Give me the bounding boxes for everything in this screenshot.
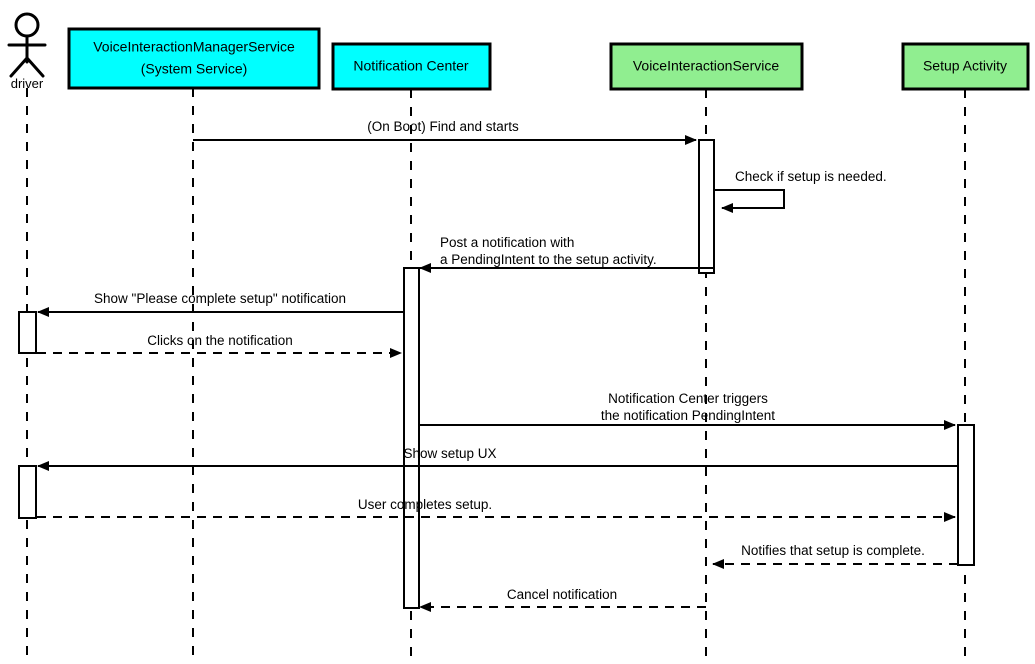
message-label-check-setup: Check if setup is needed. — [735, 169, 887, 184]
participant-box-notification-center[interactable] — [331, 42, 492, 91]
message-label-triggers-pendingintent-line1: Notification Center triggers — [608, 391, 768, 406]
message-label-show-setup-notification: Show "Please complete setup" notificatio… — [94, 291, 346, 306]
participant-box-voiceinteractionservice[interactable] — [609, 42, 804, 91]
participant-label-notification-center: Notification Center — [353, 58, 469, 74]
actor-left-leg-icon — [9, 56, 29, 78]
message-clicks-on-the-notification: Clicks on the notification — [37, 333, 402, 358]
message-label-clicks-notification: Clicks on the notification — [147, 333, 293, 348]
participant-label-vims-line2: (System Service) — [141, 61, 248, 77]
participant-label-setup-activity: Setup Activity — [923, 58, 1007, 74]
message-label-post-notification-line1: Post a notification with — [440, 235, 574, 250]
message-label-user-completes-setup: User completes setup. — [358, 497, 492, 512]
participant-setup-activity[interactable]: Setup Activity — [901, 42, 1030, 91]
message-cancel-notification: Cancel notification — [419, 587, 706, 612]
message-post-a-notification: Post a notification with a PendingIntent… — [419, 235, 714, 273]
participant-label-voiceinteractionservice: VoiceInteractionService — [633, 58, 780, 74]
message-on-boot-find-and-starts: (On Boot) Find and starts — [193, 119, 697, 145]
message-label-post-notification-line2: a PendingIntent to the setup activity. — [440, 252, 657, 267]
participant-label-vims-line1: VoiceInteractionManagerService — [93, 39, 295, 55]
message-notification-center-triggers-pendingintent: Notification Center triggers the notific… — [419, 391, 956, 430]
activation-bar-voiceinteractionservice — [698, 139, 715, 274]
message-user-completes-setup: User completes setup. — [37, 497, 956, 522]
activation-bar-setup-activity — [957, 424, 975, 566]
participant-box-vims[interactable] — [67, 27, 321, 90]
message-label-notifies-setup-complete: Notifies that setup is complete. — [741, 543, 925, 558]
message-label-cancel-notification: Cancel notification — [507, 587, 617, 602]
message-notifies-that-setup-is-complete: Notifies that setup is complete. — [712, 543, 958, 569]
participant-notification-center[interactable]: Notification Center — [331, 42, 492, 91]
activation-bar-driver-1 — [18, 311, 37, 354]
actor-label-driver: driver — [11, 76, 44, 91]
message-label-on-boot: (On Boot) Find and starts — [367, 119, 519, 134]
message-check-if-setup-is-needed: Check if setup is needed. — [714, 169, 887, 213]
message-show-please-complete-setup-notification: Show "Please complete setup" notificatio… — [37, 291, 404, 317]
activation-bars-group — [18, 139, 975, 609]
activation-bar-notification-center — [403, 267, 420, 609]
actor-driver: driver — [7, 12, 47, 91]
message-arrow-self-check-setup — [714, 189, 785, 213]
actor-head-icon — [14, 12, 40, 38]
participant-box-setup-activity[interactable] — [901, 42, 1030, 91]
participant-voiceinteractionservice[interactable]: VoiceInteractionService — [609, 42, 804, 91]
message-label-show-setup-ux: Show setup UX — [403, 446, 496, 461]
message-show-setup-ux: Show setup UX — [37, 446, 958, 471]
participant-vims[interactable]: VoiceInteractionManagerService (System S… — [67, 27, 321, 90]
message-label-triggers-pendingintent-line2: the notification PendingIntent — [601, 408, 775, 423]
activation-bar-driver-2 — [18, 465, 37, 519]
actor-right-leg-icon — [25, 56, 45, 78]
